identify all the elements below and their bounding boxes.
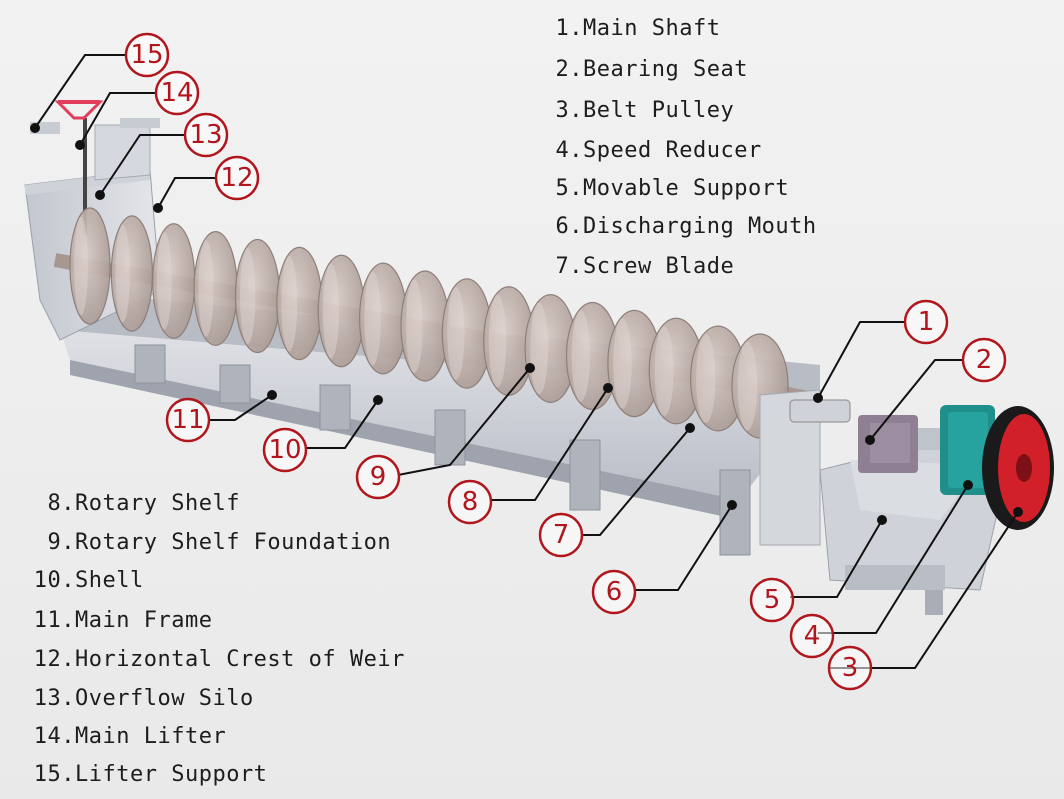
svg-text:14: 14 (160, 78, 193, 108)
legend-item: 11.Main Frame (33, 608, 213, 633)
svg-text:11: 11 (171, 405, 204, 435)
callout-2: 2 (961, 337, 1007, 383)
screw-blade-highlight (488, 294, 507, 388)
bearing-seat (858, 415, 918, 473)
svg-text:2: 2 (976, 345, 993, 375)
screw-blade-highlight (74, 216, 88, 316)
legend-item: 10.Shell (33, 568, 144, 593)
svg-text:10: 10 (268, 435, 301, 465)
callout-10: 10 (262, 427, 308, 473)
svg-text:1: 1 (918, 307, 935, 337)
svg-text:5: 5 (764, 585, 781, 615)
legend-item: 15.Lifter Support (33, 762, 268, 787)
screw-blade-highlight (198, 240, 214, 337)
svg-text:6: 6 (606, 577, 623, 607)
screw-blade-highlight (447, 287, 465, 380)
svg-text:4: 4 (804, 621, 821, 651)
callout-7: 7 (538, 512, 584, 558)
legend-item: 9.Rotary Shelf Foundation (47, 530, 392, 555)
screw-blade-highlight (405, 279, 423, 373)
screw-blade-highlight (281, 255, 298, 352)
svg-text:12: 12 (220, 163, 253, 193)
svg-text:15: 15 (130, 40, 163, 70)
legend-item: 3.Belt Pulley (555, 98, 735, 123)
callout-1: 1 (903, 299, 949, 345)
screw-blade-highlight (115, 224, 130, 323)
callout-14: 14 (154, 70, 200, 116)
belt-pulley (982, 406, 1054, 530)
callout-8: 8 (447, 479, 493, 525)
screw-blade-highlight (571, 310, 590, 402)
svg-text:9: 9 (370, 462, 387, 492)
svg-text:3: 3 (842, 653, 859, 683)
callout-15: 15 (124, 32, 170, 78)
callout-12: 12 (214, 155, 260, 201)
screw-blade-highlight (696, 333, 716, 424)
legend-item: 8.Rotary Shelf (47, 491, 240, 516)
svg-text:8: 8 (462, 487, 479, 517)
legend-item: 12.Horizontal Crest of Weir (33, 647, 405, 672)
leader-lines (30, 54, 1023, 669)
screw-blades (69, 207, 789, 439)
screw-blade-highlight (156, 232, 172, 330)
drive-assembly (789, 399, 1054, 615)
callout-6: 6 (591, 569, 637, 615)
legend-item: 1.Main Shaft (555, 16, 721, 41)
discharge-end-wall (759, 389, 821, 546)
legend-item: 7.Screw Blade (555, 254, 735, 279)
callout-11: 11 (165, 397, 211, 443)
legend-item: 14.Main Lifter (33, 724, 227, 749)
screw-blade-highlight (239, 247, 256, 345)
screw-blade-highlight (530, 302, 549, 395)
screw-blade-highlight (613, 318, 632, 409)
screw-blade-highlight (322, 263, 339, 359)
screw-blade-highlight (364, 271, 381, 366)
screw-blade-highlight (737, 341, 758, 431)
screw-blade-highlight (654, 326, 674, 416)
callout-5: 5 (749, 577, 795, 623)
svg-text:7: 7 (553, 520, 570, 550)
callout-4: 4 (789, 613, 835, 659)
screw-blade-disc (69, 207, 111, 325)
legend-item: 2.Bearing Seat (555, 57, 748, 82)
svg-text:13: 13 (189, 120, 222, 150)
legend-item: 13.Overflow Silo (33, 686, 254, 711)
legend-item: 6.Discharging Mouth (555, 214, 817, 239)
legend-item: 5.Movable Support (555, 176, 790, 201)
callout-9: 9 (355, 454, 401, 500)
callout-13: 13 (183, 112, 229, 158)
callout-3: 3 (827, 645, 873, 691)
legend-item: 4.Speed Reducer (555, 138, 762, 163)
speed-reducer (940, 405, 995, 495)
